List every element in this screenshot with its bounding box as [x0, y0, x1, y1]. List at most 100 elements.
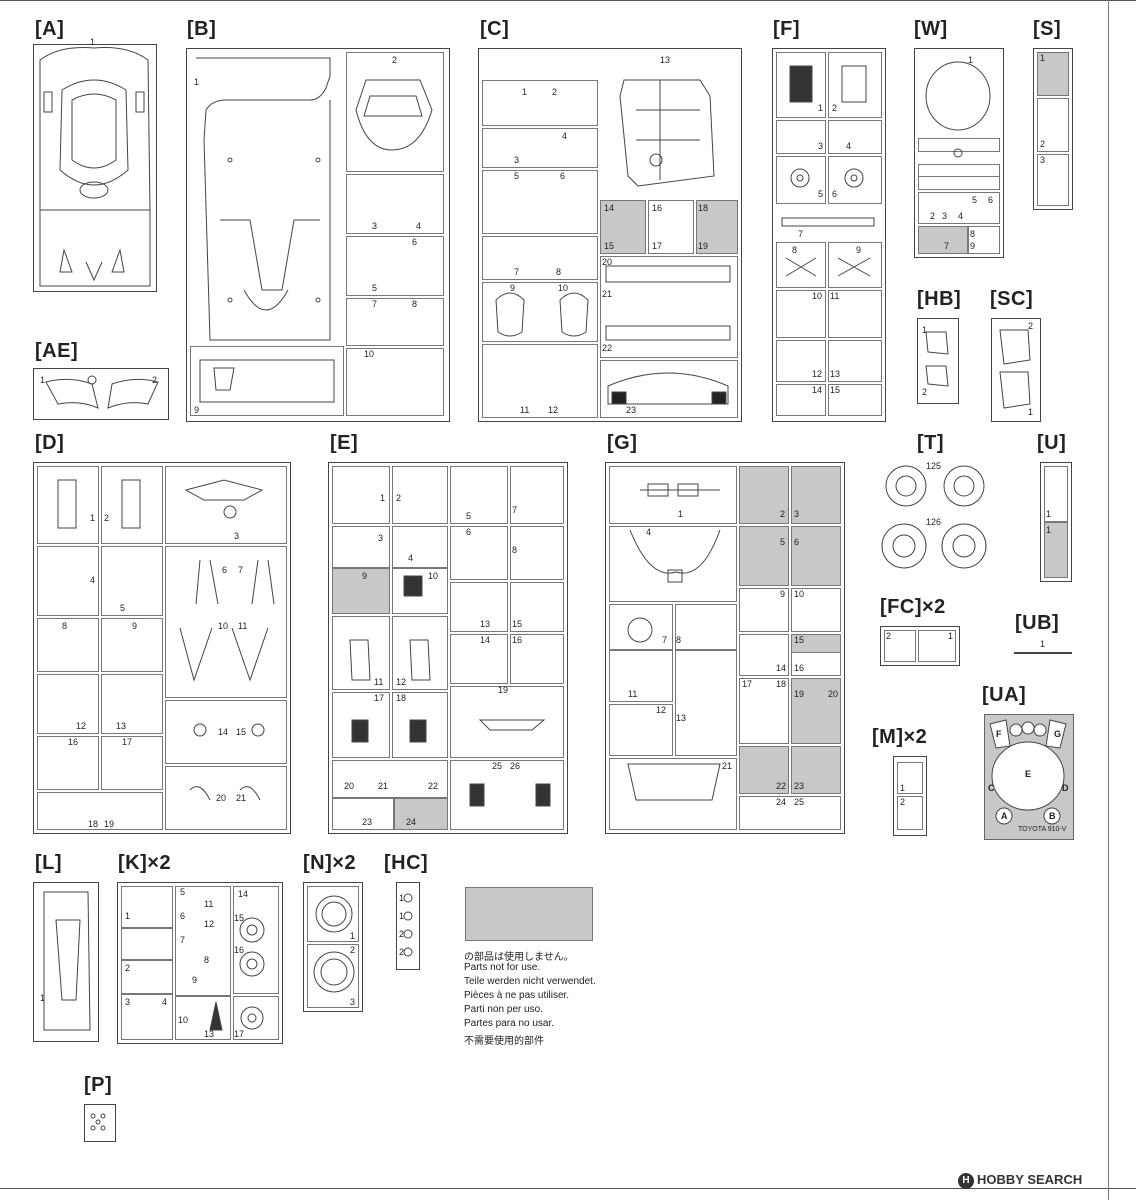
part-number: 8 — [792, 245, 798, 255]
sprue-label-m: [M]×2 — [872, 726, 928, 748]
part-number: 12 — [656, 705, 667, 715]
part-number: 11 — [520, 405, 530, 415]
sprue-label-w: [W] — [914, 18, 948, 40]
part-number: 2 — [922, 387, 928, 397]
sprue-label-hc: [HC] — [384, 852, 429, 874]
sprue-g-cell — [739, 634, 789, 676]
part-number: 126 — [926, 517, 942, 527]
part-number: 3 — [794, 509, 800, 519]
sprue-d-cell — [165, 466, 287, 544]
part-number: 2 — [125, 963, 131, 973]
sprue-d-cell — [101, 546, 163, 616]
sprue-label-t: [T] — [917, 432, 945, 454]
top-border — [0, 0, 1136, 1]
right-border — [1108, 0, 1109, 1200]
sprue-fc-cell — [884, 630, 916, 662]
part-number: 1 — [194, 77, 200, 87]
sprue-d-cell — [165, 546, 287, 698]
ua-letter: B — [1049, 811, 1056, 821]
sprue-c-cell — [600, 360, 738, 418]
part-number: 8 — [970, 229, 976, 239]
sprue-n-cell — [307, 944, 359, 1008]
part-number: 23 — [626, 405, 637, 415]
part-number: 15 — [830, 385, 841, 395]
part-number: 18 — [396, 693, 407, 703]
part-number: 9 — [856, 245, 862, 255]
not-for-use-it: Parti non per uso. — [464, 1004, 543, 1015]
part-number: 2 — [396, 493, 402, 503]
sprue-f-cell — [776, 156, 826, 204]
sprue-f-cell — [776, 384, 826, 416]
part-number: 2 — [1028, 321, 1034, 331]
sprue-e-cell — [450, 526, 508, 580]
part-number: 14 — [604, 203, 615, 213]
part-number: 26 — [510, 761, 521, 771]
part-number: 7 — [514, 267, 520, 277]
sprue-sc-frame — [991, 318, 1041, 422]
part-number: 6 — [988, 195, 994, 205]
part-number: 2 — [886, 631, 892, 641]
part-number: 6 — [222, 565, 228, 575]
part-number: 5 — [372, 283, 378, 293]
sprue-c-cell — [482, 344, 598, 418]
not-for-use-ja: の部品は使用しません。 — [464, 952, 574, 963]
sprue-k-cell — [121, 928, 173, 960]
sprue-label-g: [G] — [607, 432, 638, 454]
sprue-e-cell — [510, 466, 564, 524]
part-number: 20 — [828, 689, 839, 699]
part-number: 19 — [698, 241, 709, 251]
part-number: 1 — [1040, 639, 1046, 649]
part-number: 10 — [364, 349, 375, 359]
part-number: 1 — [1040, 53, 1046, 63]
part-number: 5 — [466, 511, 472, 521]
sprue-d-cell — [101, 466, 163, 544]
part-number: 16 — [68, 737, 79, 747]
part-number: 17 — [122, 737, 133, 747]
sprue-s-cell — [1037, 52, 1069, 96]
part-number: 10 — [218, 621, 229, 631]
part-number: 3 — [1040, 155, 1046, 165]
part-number: 20 — [344, 781, 355, 791]
part-number: 6 — [412, 237, 418, 247]
part-number: 1 — [125, 911, 131, 921]
part-number: 6 — [180, 911, 186, 921]
part-number: 1 — [1046, 509, 1052, 519]
sprue-c-cell — [482, 128, 598, 168]
part-number: 3 — [942, 211, 948, 221]
part-number: 6 — [560, 171, 566, 181]
part-number: 7 — [944, 241, 950, 251]
part-number: 2 — [104, 513, 110, 523]
sprue-label-k: [K]×2 — [118, 852, 172, 874]
part-number: 9 — [362, 571, 368, 581]
part-number: 4 — [416, 221, 422, 231]
part-number: 20 — [216, 793, 227, 803]
sprue-d-cell — [37, 466, 99, 544]
part-number: 8 — [204, 955, 210, 965]
part-number: 17 — [234, 1029, 245, 1039]
sprue-d-cell — [37, 674, 99, 734]
sprue-e-cell — [332, 526, 390, 568]
sprue-g-cell — [791, 588, 841, 632]
part-number: 9 — [192, 975, 198, 985]
sprue-b-cell — [346, 174, 444, 234]
part-number: 1 — [818, 103, 824, 113]
sprue-f-cell — [828, 242, 882, 288]
part-number: 1 — [900, 783, 906, 793]
part-number: 4 — [958, 211, 964, 221]
part-number: 8 — [412, 299, 418, 309]
part-number: 2 — [392, 55, 398, 65]
sprue-c-cell — [648, 200, 694, 254]
sprue-b-cell — [346, 348, 444, 416]
part-number: 1 — [40, 993, 46, 1003]
sprue-k-cell — [121, 994, 173, 1040]
part-number: 2 — [399, 947, 405, 957]
part-number: 1 — [399, 893, 405, 903]
part-number: 5 — [972, 195, 978, 205]
part-number: 18 — [698, 203, 709, 213]
part-number: 21 — [236, 793, 247, 803]
part-number: 1 — [90, 513, 96, 523]
part-number: 11 — [830, 291, 840, 301]
ua-letter: D — [1062, 783, 1069, 793]
